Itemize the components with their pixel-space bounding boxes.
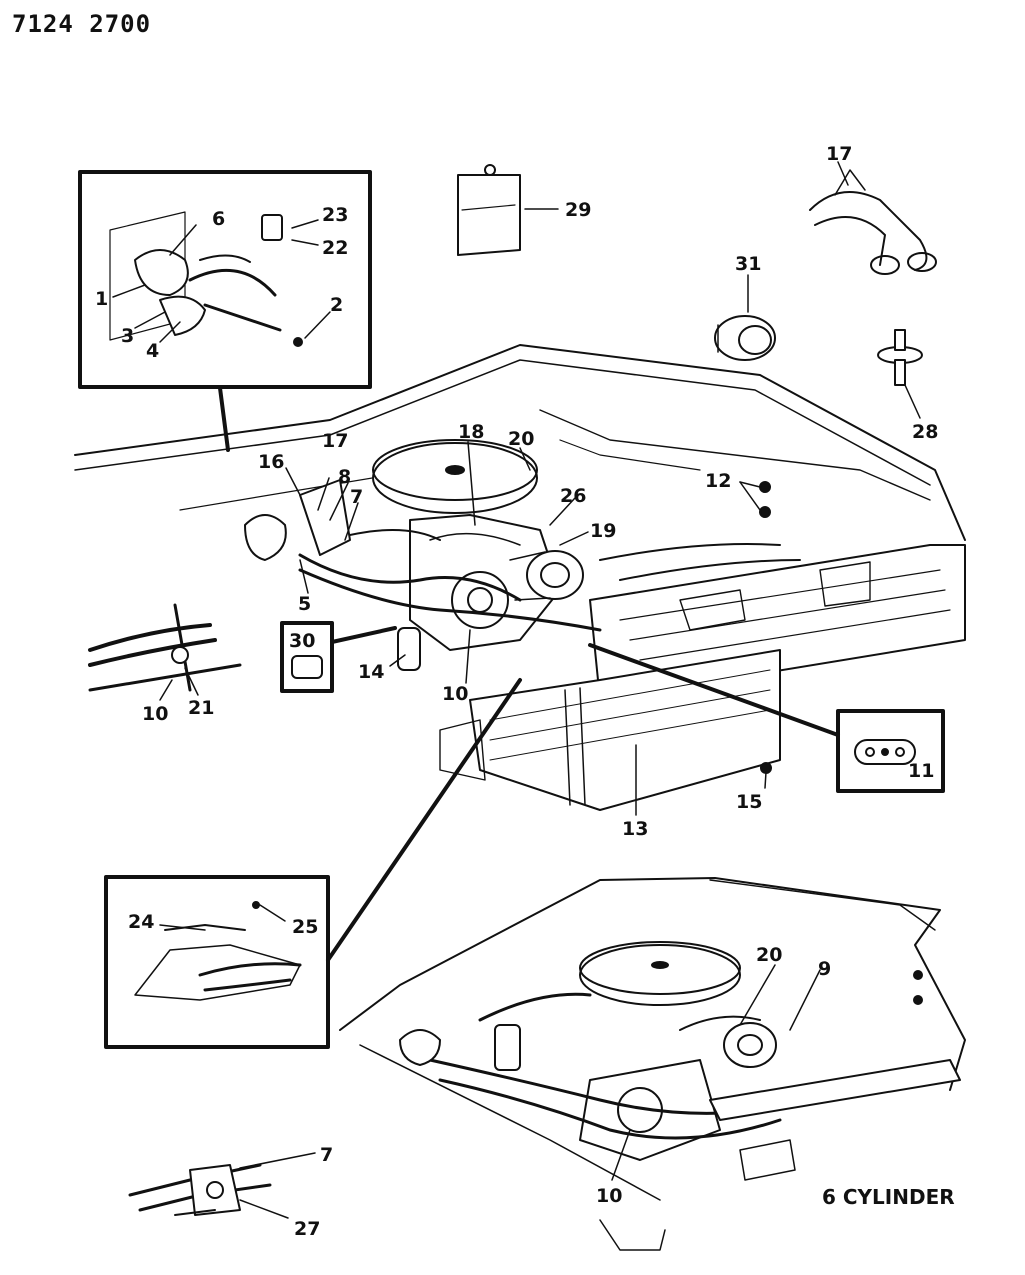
callout-1: 1 — [95, 288, 108, 310]
callout-10-upper: 10 — [442, 683, 468, 705]
diagram-reference-number: 7124 2700 — [12, 10, 152, 38]
callout-29: 29 — [565, 199, 591, 221]
detail-hose-clamp — [88, 603, 242, 692]
engine-variant-caption: 6 CYLINDER — [822, 1185, 955, 1209]
callout-3: 3 — [121, 325, 134, 347]
callout-8: 8 — [338, 466, 351, 488]
callout-21: 21 — [188, 697, 214, 719]
detail-valve-bracket — [128, 1163, 272, 1216]
callout-17-mid: 17 — [322, 430, 348, 452]
callout-7-lower: 7 — [320, 1144, 333, 1166]
inset-part-30 — [280, 621, 397, 693]
callout-13: 13 — [622, 818, 648, 840]
callout-10-lower: 10 — [596, 1185, 622, 1207]
inset-bracket-detail — [104, 678, 522, 1049]
callout-26: 26 — [560, 485, 586, 507]
callout-12: 12 — [705, 470, 731, 492]
callout-22: 22 — [322, 237, 348, 259]
inset-part-11 — [588, 643, 945, 793]
callout-2: 2 — [330, 294, 343, 316]
part-17-hose-fitting — [809, 169, 937, 275]
callout-6: 6 — [212, 208, 225, 230]
callout-16: 16 — [258, 451, 284, 473]
part-28-plug — [877, 329, 923, 386]
callout-31: 31 — [735, 253, 761, 275]
part-31-grommet — [714, 315, 776, 361]
callout-10-left: 10 — [142, 703, 168, 725]
callout-18: 18 — [458, 421, 484, 443]
callout-numbers: 29 23 22 6 1 3 4 2 17 31 28 12 18 20 26 … — [95, 143, 938, 1240]
callout-28: 28 — [912, 421, 938, 443]
callout-30: 30 — [289, 630, 315, 652]
callout-11: 11 — [908, 760, 934, 782]
lower-engine-bay-view — [339, 877, 966, 1251]
callout-9: 9 — [818, 958, 831, 980]
callout-25: 25 — [292, 916, 318, 938]
callout-15: 15 — [736, 791, 762, 813]
callout-7-upper: 7 — [350, 486, 363, 508]
callout-4: 4 — [146, 340, 159, 362]
callout-5: 5 — [298, 593, 311, 615]
callout-23: 23 — [322, 204, 348, 226]
callout-20-upper: 20 — [508, 428, 534, 450]
callout-leaders — [112, 161, 921, 1219]
callout-14: 14 — [358, 661, 384, 683]
inset-expansion-valve-detail — [78, 170, 372, 452]
callout-19: 19 — [590, 520, 616, 542]
upper-engine-bay-view — [74, 344, 966, 811]
callout-27: 27 — [294, 1218, 320, 1240]
callout-24: 24 — [128, 911, 154, 933]
part-29-bracket — [457, 164, 521, 256]
callout-20-lower: 20 — [756, 944, 782, 966]
callout-17-top: 17 — [826, 143, 852, 165]
